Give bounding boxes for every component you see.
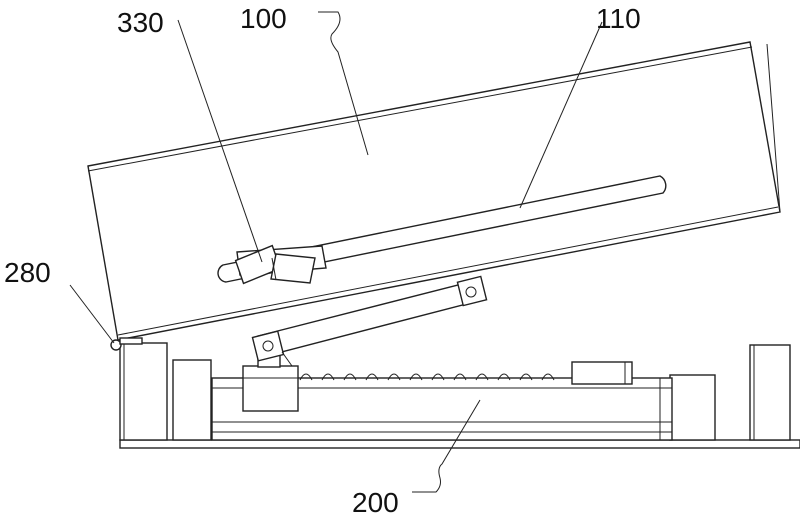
stop-block [571, 361, 633, 385]
guide-slot [217, 175, 667, 283]
slider-block [242, 365, 299, 412]
linkage-arm [251, 275, 488, 367]
spring-coils [299, 373, 555, 381]
left-block [172, 359, 212, 441]
left-post [119, 342, 168, 441]
label-110: 110 [596, 3, 641, 34]
leader-lines [69, 11, 603, 493]
label-100: 100 [240, 3, 287, 34]
label-330: 330 [117, 7, 164, 38]
right-post [749, 344, 791, 441]
base-assembly [119, 342, 800, 449]
right-block [669, 374, 716, 441]
hinge-plate [119, 337, 143, 345]
base-plate [119, 439, 800, 449]
label-280: 280 [4, 257, 51, 288]
label-200: 200 [352, 487, 399, 518]
